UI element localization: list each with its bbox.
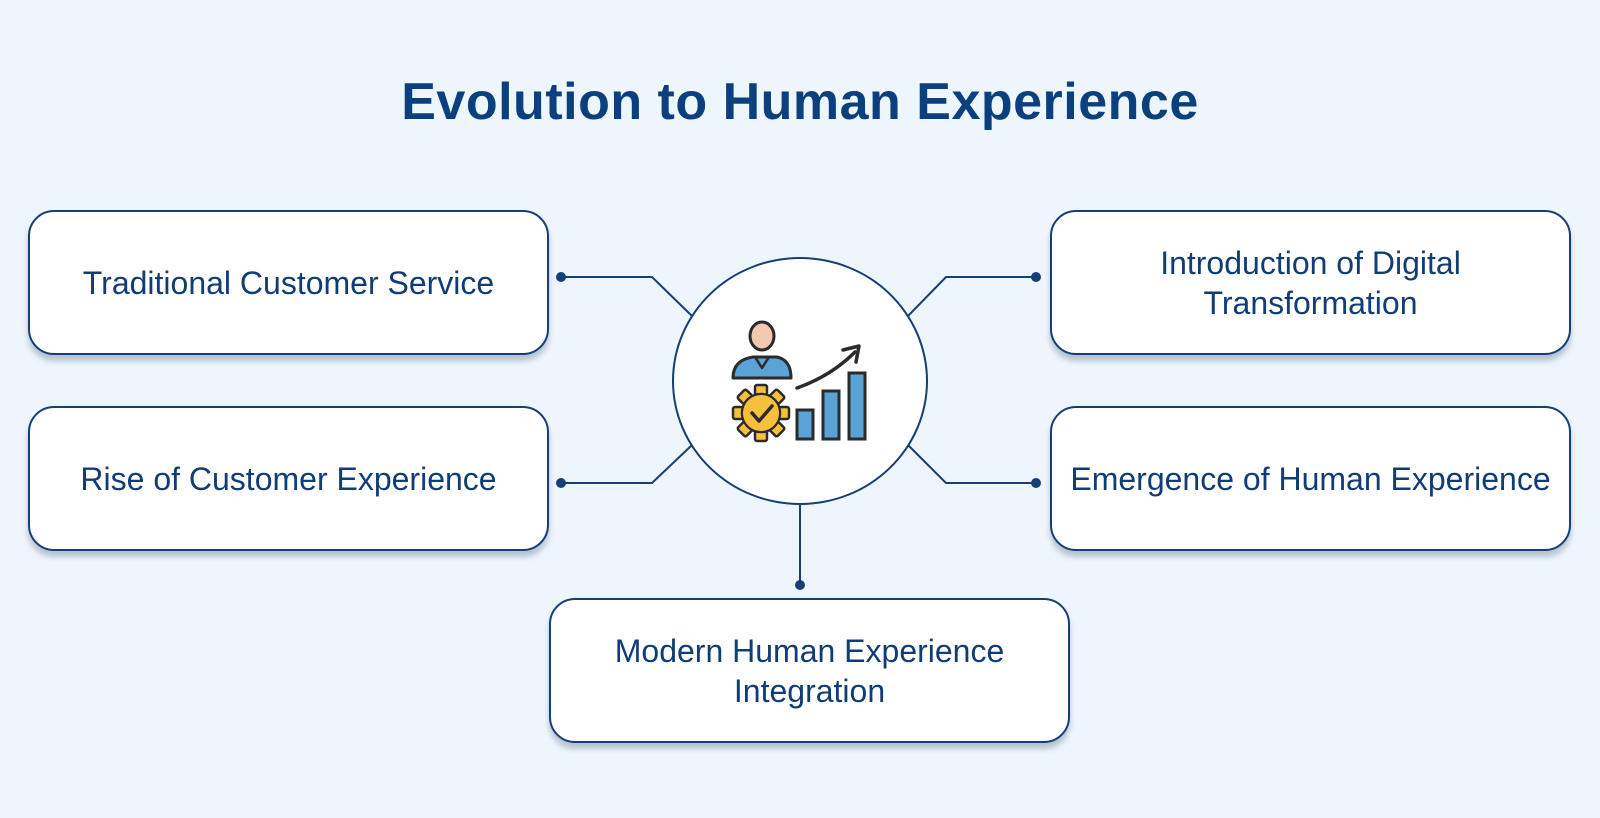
connector-dot [1031, 478, 1041, 488]
connector-rise-of-customer-experience [561, 444, 693, 484]
stage-label: Emergence of Human Experience [1070, 460, 1551, 497]
center-hub [672, 257, 928, 505]
stage-introduction-of-digital-transformation: Introduction of Digital Transformation [1050, 210, 1571, 355]
connector-dot [1031, 272, 1041, 282]
connector-emergence-of-human-experience [907, 444, 1036, 484]
diagram-title: Evolution to Human Experience [401, 73, 1199, 131]
stage-rise-of-customer-experience: Rise of Customer Experience [28, 406, 549, 551]
stage-label: Modern Human Experience Integration [614, 632, 1005, 709]
connector-dot [556, 272, 566, 282]
connector-introduction-of-digital-transformation [907, 276, 1036, 317]
connector-dot [556, 478, 566, 488]
stage-traditional-customer-service: Traditional Customer Service [28, 210, 549, 355]
person-gear-growth-chart-icon [731, 320, 867, 443]
stage-label: Traditional Customer Service [82, 264, 495, 301]
stage-label: Introduction of Digital Transformation [1160, 244, 1461, 321]
stage-modern-human-experience-integration: Modern Human Experience Integration [549, 598, 1070, 743]
connector-dot [795, 580, 805, 590]
stage-label: Rise of Customer Experience [80, 460, 497, 497]
connector-traditional-customer-service [561, 276, 693, 317]
stage-emergence-of-human-experience: Emergence of Human Experience [1050, 406, 1571, 551]
